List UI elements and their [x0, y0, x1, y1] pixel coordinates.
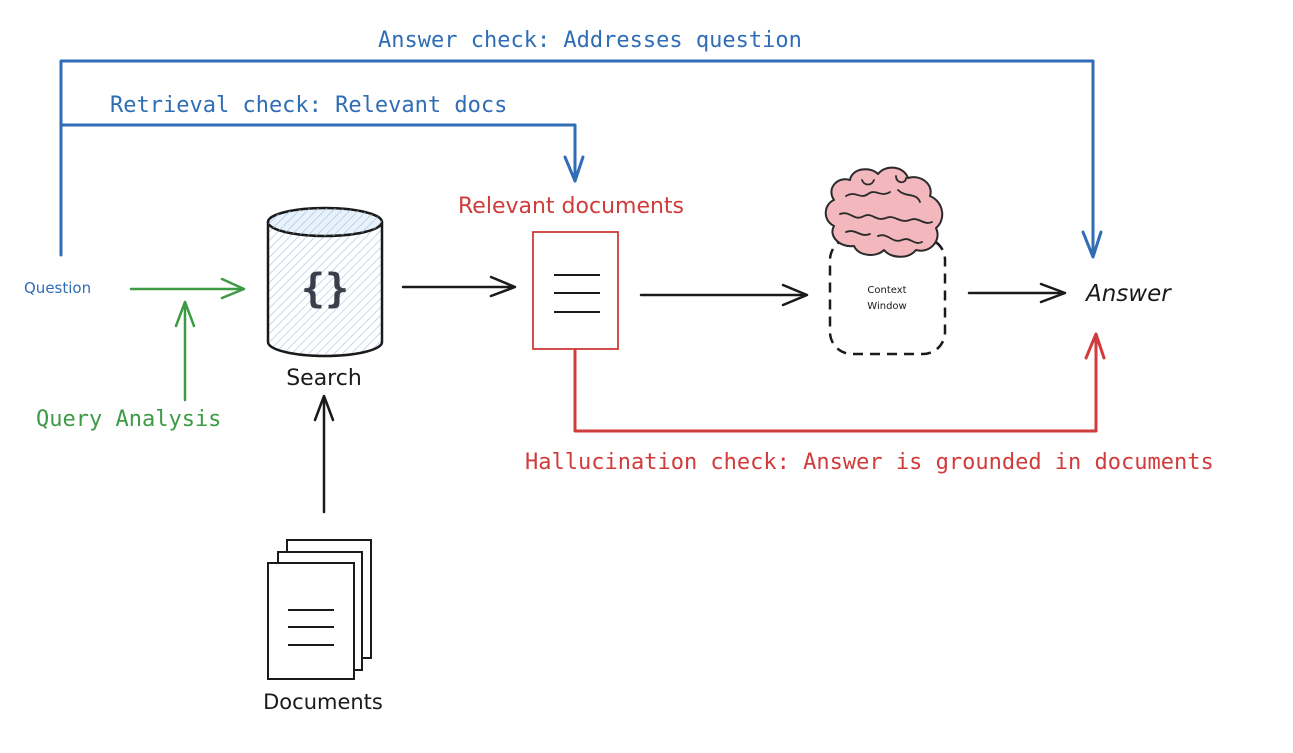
query-analysis-label: Query Analysis [36, 407, 221, 432]
answer-check-loop [59, 59, 1103, 259]
context-window-line2: Window [867, 301, 906, 312]
question-to-search-arrow [129, 277, 246, 300]
answer-check-label: Answer check: Addresses question [378, 28, 802, 53]
brain-icon [824, 166, 944, 258]
search-label: Search [286, 366, 362, 391]
document-icon [532, 231, 619, 350]
answer-label: Answer [1084, 281, 1172, 307]
database-cylinder-icon [266, 206, 384, 358]
relevant-documents-label: Relevant documents [458, 194, 684, 219]
retrieval-check-loop [61, 123, 585, 183]
search-to-relevant-arrow [401, 275, 517, 298]
context-window-line1: Context [867, 285, 906, 296]
relevant-to-context-arrow [639, 283, 809, 307]
hallucination-check-label: Hallucination check: Answer is grounded … [525, 450, 1214, 475]
hallucination-check-loop [573, 332, 1106, 433]
context-to-answer-arrow [967, 282, 1067, 304]
search-glyph: {} [301, 266, 349, 312]
query-analysis-arrow [174, 300, 196, 402]
documents-to-search-arrow [313, 394, 335, 514]
context-window-box [828, 236, 947, 356]
document-stack-icon [267, 539, 372, 680]
documents-label: Documents [263, 690, 383, 714]
question-label: Question [24, 279, 91, 297]
retrieval-check-label: Retrieval check: Relevant docs [110, 93, 507, 118]
